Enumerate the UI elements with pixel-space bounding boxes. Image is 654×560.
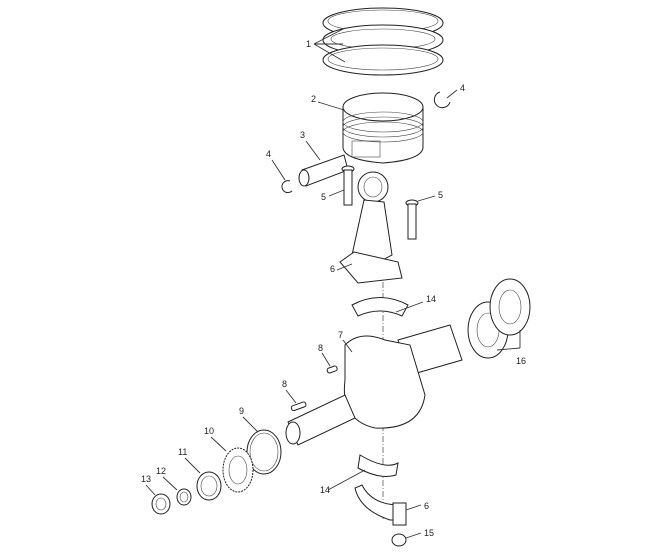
piston-icon — [342, 92, 424, 164]
piston-rings-icon — [322, 7, 444, 76]
callout-4: 4 — [460, 83, 466, 93]
callout-3: 3 — [300, 130, 306, 140]
callout-15: 15 — [424, 528, 435, 538]
callout-8: 8 — [318, 343, 324, 353]
callout-16: 16 — [516, 356, 527, 366]
washer-icon — [176, 488, 192, 506]
callout-12: 12 — [156, 466, 167, 476]
rod-nut-icon — [391, 533, 407, 547]
callout-14: 14 — [426, 294, 437, 304]
callout-14: 14 — [320, 485, 331, 495]
piston-pin-icon — [298, 154, 349, 187]
nut-icon — [151, 493, 171, 515]
callout-1: 1 — [306, 39, 312, 49]
callout-13: 13 — [141, 474, 152, 484]
callout-4: 4 — [266, 149, 272, 159]
callout-11: 11 — [178, 447, 188, 457]
callout-5: 5 — [321, 192, 327, 202]
bolt-icon — [341, 165, 355, 206]
bolt-icon — [405, 199, 419, 240]
callout-7: 7 — [338, 330, 344, 340]
callout-5: 5 — [438, 190, 444, 200]
circlip-icon — [433, 91, 451, 109]
callout-6: 6 — [330, 264, 336, 274]
gear-icon — [222, 447, 254, 493]
rod-cap-icon — [354, 484, 407, 526]
woodruff-key-icon — [326, 365, 338, 374]
ball-bearing-icon — [467, 278, 531, 359]
circlip-icon — [281, 180, 293, 194]
bearing-shell-icon — [357, 454, 399, 477]
callout-9: 9 — [239, 406, 245, 416]
crankshaft-icon — [285, 324, 463, 446]
callout-8: 8 — [282, 379, 288, 389]
callout-10: 10 — [204, 426, 215, 436]
bearing-shell-icon — [351, 297, 409, 317]
key-icon — [290, 401, 307, 412]
callout-2: 2 — [311, 94, 317, 104]
callout-6: 6 — [424, 501, 430, 511]
connecting-rod-icon — [339, 171, 403, 284]
